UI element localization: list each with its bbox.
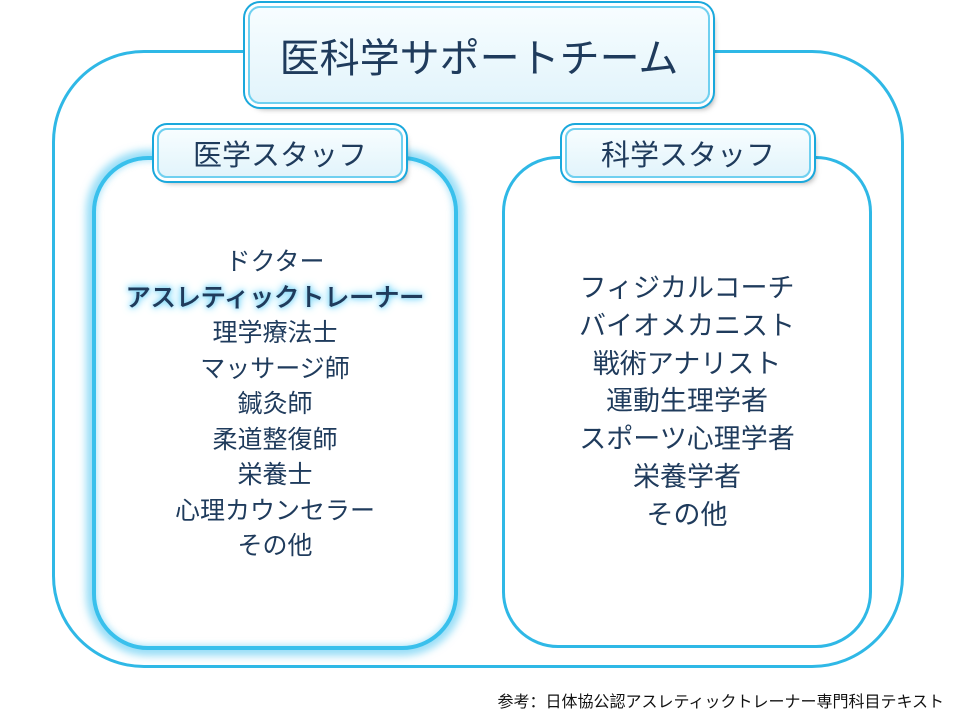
medical-staff-item: 心理カウンセラー: [174, 495, 375, 525]
science-staff-item: フィジカルコーチ: [579, 273, 795, 304]
medical-staff-item: 理学療法士: [212, 318, 338, 347]
medical-staff-item: 柔道整復師: [212, 424, 338, 454]
science-staff-item: スポーツ心理学者: [579, 424, 795, 456]
science-staff-list: フィジカルコーチ バイオメカニスト 戦術アナリスト 運動生理学者 スポーツ心理学…: [502, 270, 872, 535]
science-staff-item: 戦術アナリスト: [592, 348, 782, 380]
team-title: 医科学サポートチーム: [279, 36, 679, 82]
medical-staff-item: 栄養士: [237, 460, 313, 489]
science-staff-item: その他: [646, 499, 728, 531]
science-staff-item: 栄養学者: [633, 461, 741, 493]
medical-staff-panel: [92, 156, 458, 650]
science-staff-item: バイオメカニスト: [579, 310, 795, 342]
team-title-banner: 医科学サポートチーム: [248, 6, 710, 104]
science-staff-panel: [502, 156, 872, 648]
science-staff-item: 運動生理学者: [606, 386, 768, 418]
medical-staff-list: ドクター アスレティックトレーナー 理学療法士 マッサージ師 鍼灸師 柔道整復師…: [92, 244, 458, 564]
reference-footnote: 参考：日体協公認アスレティックトレーナー専門科目テキスト: [497, 692, 944, 711]
medical-staff-item: その他: [237, 531, 313, 560]
science-staff-banner: 科学スタッフ: [565, 128, 811, 178]
medical-staff-banner: 医学スタッフ: [157, 128, 403, 178]
medical-staff-item: 鍼灸師: [237, 389, 313, 418]
medical-staff-item: マッサージ師: [200, 353, 350, 383]
medical-staff-item: ドクター: [225, 247, 325, 276]
medical-staff-item-highlighted: アスレティックトレーナー: [125, 282, 425, 312]
science-staff-header: 科学スタッフ: [600, 138, 775, 172]
medical-staff-header: 医学スタッフ: [192, 138, 367, 172]
